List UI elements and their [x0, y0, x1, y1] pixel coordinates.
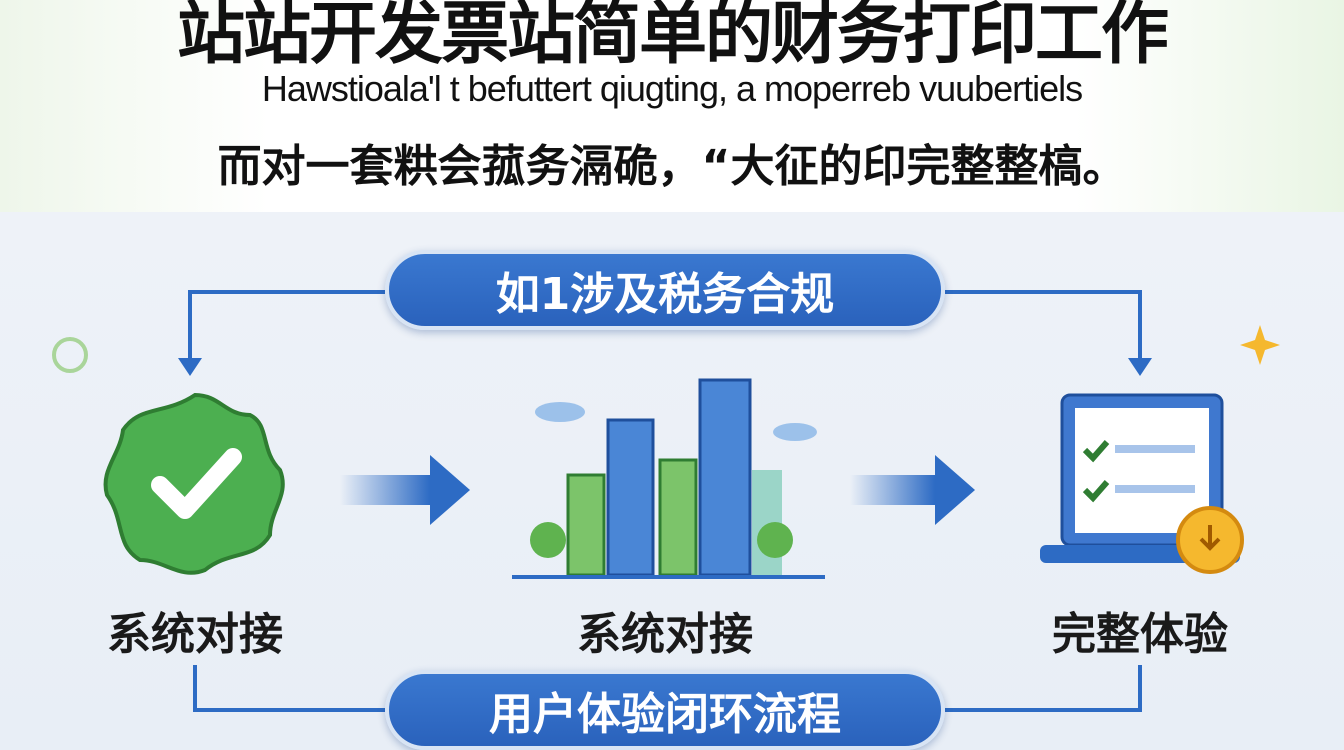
step-label-2: 系统对接	[577, 609, 753, 660]
decorative-sparkles-icon	[1240, 325, 1280, 365]
subtitle: Hawstioala'l t befuttert qiugting, a mop…	[261, 68, 1083, 109]
tagline: 而对一套粠会菰务滆硊，“大征的印完整整槁。	[217, 141, 1127, 192]
step-label-1: 系统对接	[107, 609, 283, 660]
check-badge-icon	[103, 392, 285, 575]
connector-top-left	[188, 290, 385, 360]
page-title: 站站开发票站简单的财务打印工作	[176, 0, 1169, 74]
decorative-circle-icon	[52, 337, 88, 373]
top-pill: 如1涉及税务合规	[385, 250, 945, 330]
arrow-down-left-icon	[178, 358, 202, 376]
step-label-3: 完整体验	[1052, 609, 1228, 660]
connector-bottom-left	[193, 665, 385, 712]
city-buildings-icon	[512, 378, 825, 579]
laptop-checklist-icon	[1040, 393, 1244, 574]
connector-lines	[188, 290, 1142, 712]
bottom-pill: 用户体验闭环流程	[385, 670, 945, 750]
header: 站站开发票站简单的财务打印工作 Hawstioala'l t befuttert…	[0, 0, 1344, 212]
flow-arrow-2-icon	[850, 455, 975, 525]
arrow-down-right-icon	[1128, 358, 1152, 376]
connector-top-right	[945, 290, 1142, 360]
flow-arrow-1-icon	[340, 455, 470, 525]
connector-bottom-right	[945, 665, 1142, 712]
